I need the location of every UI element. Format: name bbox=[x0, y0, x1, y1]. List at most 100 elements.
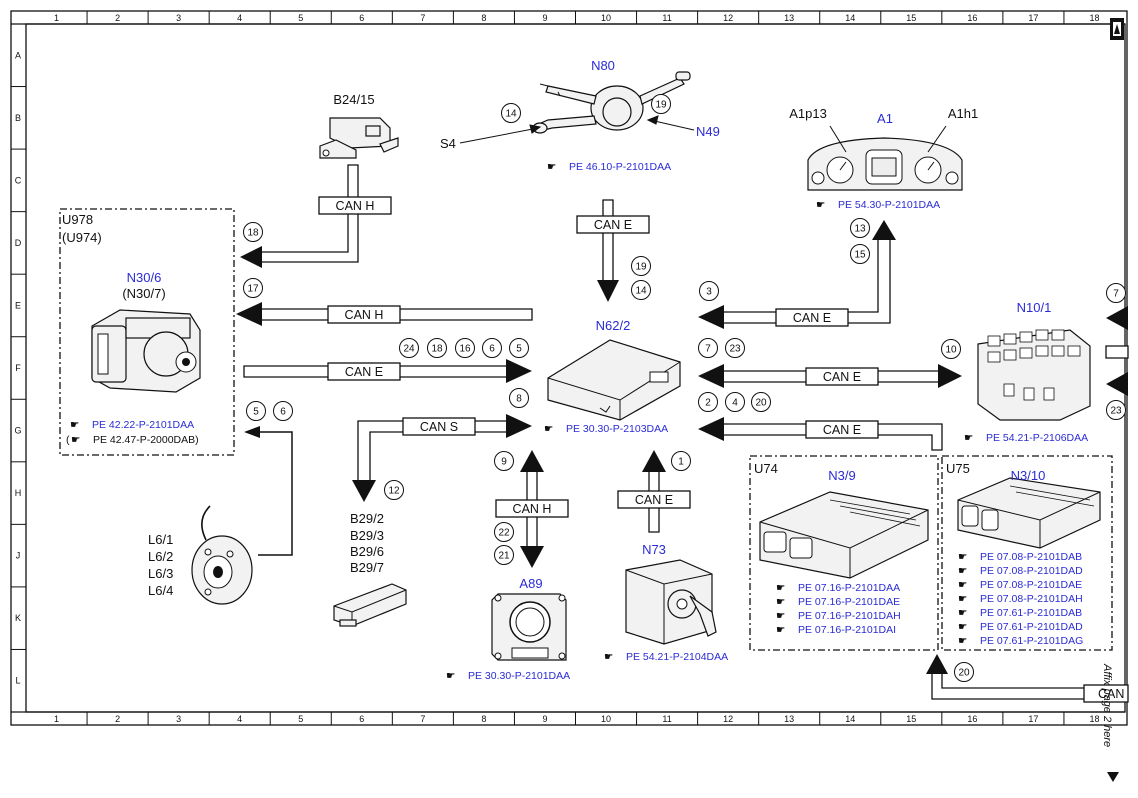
signal-marker: 2 bbox=[698, 392, 718, 412]
grid-col-label: 2 bbox=[115, 714, 120, 724]
can-label-b24: CAN H bbox=[318, 196, 392, 215]
n73-ignition-switch-drawing bbox=[625, 559, 717, 645]
can-label-n73: CAN E bbox=[617, 490, 691, 509]
svg-text:PE 07.16-P-2101DAI: PE 07.16-P-2101DAI bbox=[798, 624, 896, 636]
ref-link[interactable]: ☛PE 07.16-P-2101DAA bbox=[776, 582, 900, 594]
grid-row-label: J bbox=[16, 551, 21, 561]
signal-marker: 5 bbox=[246, 401, 266, 421]
signal-marker: 9 bbox=[494, 451, 514, 471]
svg-text:CAN E: CAN E bbox=[594, 218, 632, 232]
signal-marker: 18 bbox=[243, 222, 263, 242]
signal-marker: 21 bbox=[494, 545, 514, 565]
grid-col-label: 11 bbox=[662, 714, 671, 724]
pointer-hand-icon: ☛ bbox=[958, 565, 967, 577]
can-label-can-s: CAN S bbox=[402, 417, 476, 436]
label-b24-15: B24/15 bbox=[333, 92, 374, 107]
grid-col-label: 18 bbox=[1089, 13, 1099, 23]
grid-col-label: 12 bbox=[723, 714, 733, 724]
svg-text:CAN E: CAN E bbox=[823, 370, 861, 384]
ref-link[interactable]: ☛PE 07.61-P-2101DAD bbox=[958, 621, 1083, 633]
pointer-hand-icon: ☛ bbox=[446, 670, 455, 682]
svg-text:15: 15 bbox=[854, 250, 866, 261]
ref-link[interactable]: ☛ PE 54.21-P-2104DAA bbox=[604, 651, 728, 663]
ref-link[interactable]: ☛PE 54.21-P-2106DAA bbox=[964, 432, 1088, 444]
signal-marker: 1 bbox=[671, 451, 691, 471]
ref-link[interactable]: ☛PE 46.10-P-2101DAA bbox=[547, 161, 671, 173]
can-label-u978-out: CAN E bbox=[327, 362, 401, 381]
reference-links[interactable]: ☛PE 46.10-P-2101DAA ☛PE 54.30-P-2101DAA … bbox=[66, 161, 1088, 682]
svg-text:CAN E: CAN E bbox=[823, 423, 861, 437]
pointer-hand-icon: ☛ bbox=[776, 624, 785, 636]
svg-text:20: 20 bbox=[958, 668, 970, 679]
svg-text:CAN S: CAN S bbox=[420, 420, 458, 434]
svg-text:18: 18 bbox=[247, 228, 259, 239]
svg-text:PE 07.16-P-2101DAA: PE 07.16-P-2101DAA bbox=[798, 582, 900, 594]
svg-text:PE 07.08-P-2101DAD: PE 07.08-P-2101DAD bbox=[980, 565, 1083, 577]
grid-row-label: E bbox=[15, 300, 21, 310]
signal-marker: 5 bbox=[509, 338, 529, 358]
signal-marker: 19 bbox=[631, 256, 651, 276]
grid-col-label: 14 bbox=[845, 714, 855, 724]
svg-text:(: ( bbox=[66, 434, 70, 446]
ref-link[interactable]: ☛PE 07.16-P-2101DAE bbox=[776, 596, 900, 608]
svg-text:14: 14 bbox=[635, 286, 647, 297]
grid-row-label: F bbox=[15, 363, 21, 373]
signal-marker: 17 bbox=[243, 278, 263, 298]
ref-link[interactable]: ☛PE 07.08-P-2101DAH bbox=[958, 593, 1083, 605]
grid-col-label: 4 bbox=[237, 714, 242, 724]
ref-link[interactable]: ☛PE 54.30-P-2101DAA bbox=[816, 199, 940, 211]
ref-link[interactable]: ☛PE 07.61-P-2101DAB bbox=[958, 607, 1082, 619]
ref-link[interactable]: ☛ PE 07.16-P-2101DAI bbox=[776, 624, 896, 636]
ref-link[interactable]: ☛PE 07.08-P-2101DAE bbox=[958, 579, 1082, 591]
label-n30-6: N30/6 bbox=[127, 270, 162, 285]
can-label-n10: CAN E bbox=[805, 367, 879, 386]
svg-text:2: 2 bbox=[705, 398, 711, 409]
grid-col-label: 9 bbox=[542, 13, 547, 23]
n30-abs-unit-drawing bbox=[91, 309, 201, 393]
ref-link[interactable]: ☛PE 07.16-P-2101DAH bbox=[776, 610, 901, 622]
svg-text:CAN: CAN bbox=[1098, 687, 1124, 701]
label-n80: N80 bbox=[591, 58, 615, 73]
l6-wheel-sensor-drawing bbox=[191, 505, 253, 605]
label-a1: A1 bbox=[877, 111, 893, 126]
n10-sam-drawing bbox=[977, 329, 1091, 421]
pointer-hand-icon: ☛ bbox=[958, 579, 967, 591]
label-b29-7: B29/7 bbox=[350, 560, 384, 575]
ref-link[interactable]: ☛PE 42.22-P-2101DAA bbox=[70, 419, 194, 431]
ref-link[interactable]: (☛PE 42.47-P-2000DAB) bbox=[66, 434, 199, 446]
label-n3-9: N3/9 bbox=[828, 468, 855, 483]
ref-link[interactable]: ☛PE 07.61-P-2101DAG bbox=[958, 635, 1083, 647]
ref-link[interactable]: ☛PE 30.30-P-2101DAA bbox=[446, 670, 570, 682]
svg-text:24: 24 bbox=[403, 344, 415, 355]
grid-col-label: 16 bbox=[967, 714, 977, 724]
svg-text:21: 21 bbox=[498, 551, 510, 562]
svg-text:PE 54.21-P-2106DAA: PE 54.21-P-2106DAA bbox=[986, 432, 1088, 444]
svg-text:PE 54.21-P-2104DAA: PE 54.21-P-2104DAA bbox=[626, 651, 728, 663]
svg-text:3: 3 bbox=[706, 287, 712, 298]
svg-text:12: 12 bbox=[388, 486, 400, 497]
signal-marker: 20 bbox=[751, 392, 771, 412]
pointer-hand-icon: ☛ bbox=[776, 610, 785, 622]
svg-text:PE 07.61-P-2101DAD: PE 07.61-P-2101DAD bbox=[980, 621, 1083, 633]
pointer-hand-icon: ☛ bbox=[604, 651, 613, 663]
n62-control-unit-drawing bbox=[547, 339, 681, 421]
grid-col-label: 10 bbox=[601, 714, 611, 724]
a89-flange-drawing bbox=[491, 593, 567, 661]
can-label-a1: CAN E bbox=[775, 308, 849, 327]
svg-text:PE 30.30-P-2103DAA: PE 30.30-P-2103DAA bbox=[566, 423, 668, 435]
ref-link[interactable]: ☛ PE 07.08-P-2101DAD bbox=[958, 565, 1083, 577]
ref-link[interactable]: ☛PE 07.08-P-2101DAB bbox=[958, 551, 1082, 563]
can-label-a89: CAN H bbox=[495, 499, 569, 518]
ref-link[interactable]: ☛PE 30.30-P-2103DAA bbox=[544, 423, 668, 435]
n80-steering-switch-drawing bbox=[532, 71, 691, 134]
svg-text:18: 18 bbox=[431, 344, 443, 355]
svg-text:PE 42.47-P-2000DAB): PE 42.47-P-2000DAB) bbox=[93, 434, 199, 446]
signal-marker: 16 bbox=[455, 338, 475, 358]
grid-row-label: C bbox=[15, 175, 22, 185]
svg-text:16: 16 bbox=[459, 344, 471, 355]
svg-text:1: 1 bbox=[678, 457, 684, 468]
signal-marker: 23 bbox=[1106, 400, 1126, 420]
label-s4: S4 bbox=[440, 136, 456, 151]
